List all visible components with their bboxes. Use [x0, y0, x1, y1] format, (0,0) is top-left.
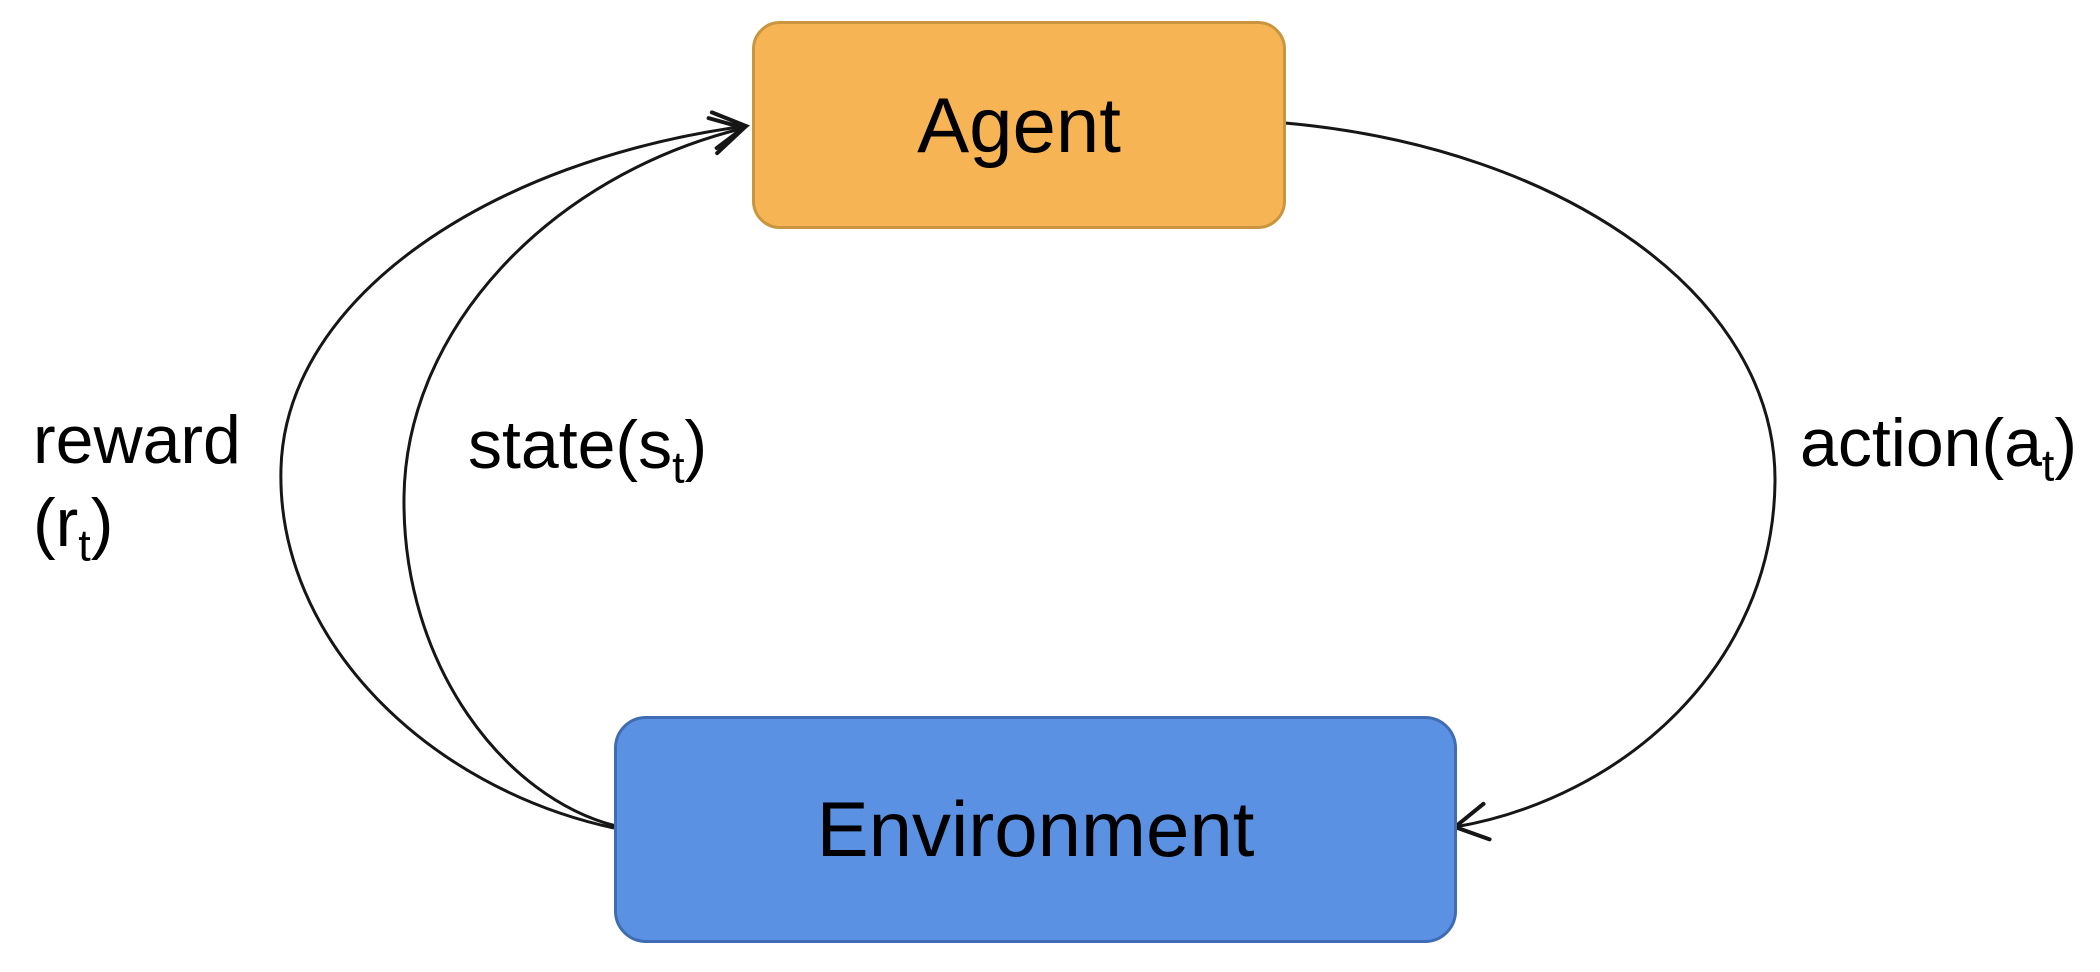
- reward-label-word: reward: [33, 402, 241, 478]
- reward-label-symbol: (r: [33, 485, 79, 561]
- reward-edge-label: reward (rt): [33, 399, 241, 568]
- state-edge-label: state(st): [468, 404, 708, 490]
- action-label-symbol: action(a: [1800, 405, 2042, 481]
- action-label-subscript: t: [2041, 439, 2055, 491]
- state-label-symbol: state(s: [468, 407, 673, 483]
- reward-edge-arrow: [279, 110, 751, 830]
- state-label-subscript: t: [672, 441, 685, 493]
- state-edge-arrow: [402, 116, 748, 828]
- state-label-close: ): [684, 407, 708, 483]
- agent-node-label: Agent: [917, 80, 1121, 169]
- environment-node: Environment: [614, 716, 1457, 943]
- action-edge-arrow: [1284, 121, 1777, 842]
- reward-label-subscript: t: [78, 519, 91, 571]
- action-edge-label: action(at): [1800, 402, 2078, 488]
- environment-node-label: Environment: [816, 785, 1255, 873]
- reward-label-close: ): [90, 485, 114, 561]
- agent-node: Agent: [752, 21, 1286, 229]
- action-label-close: ): [2054, 405, 2078, 481]
